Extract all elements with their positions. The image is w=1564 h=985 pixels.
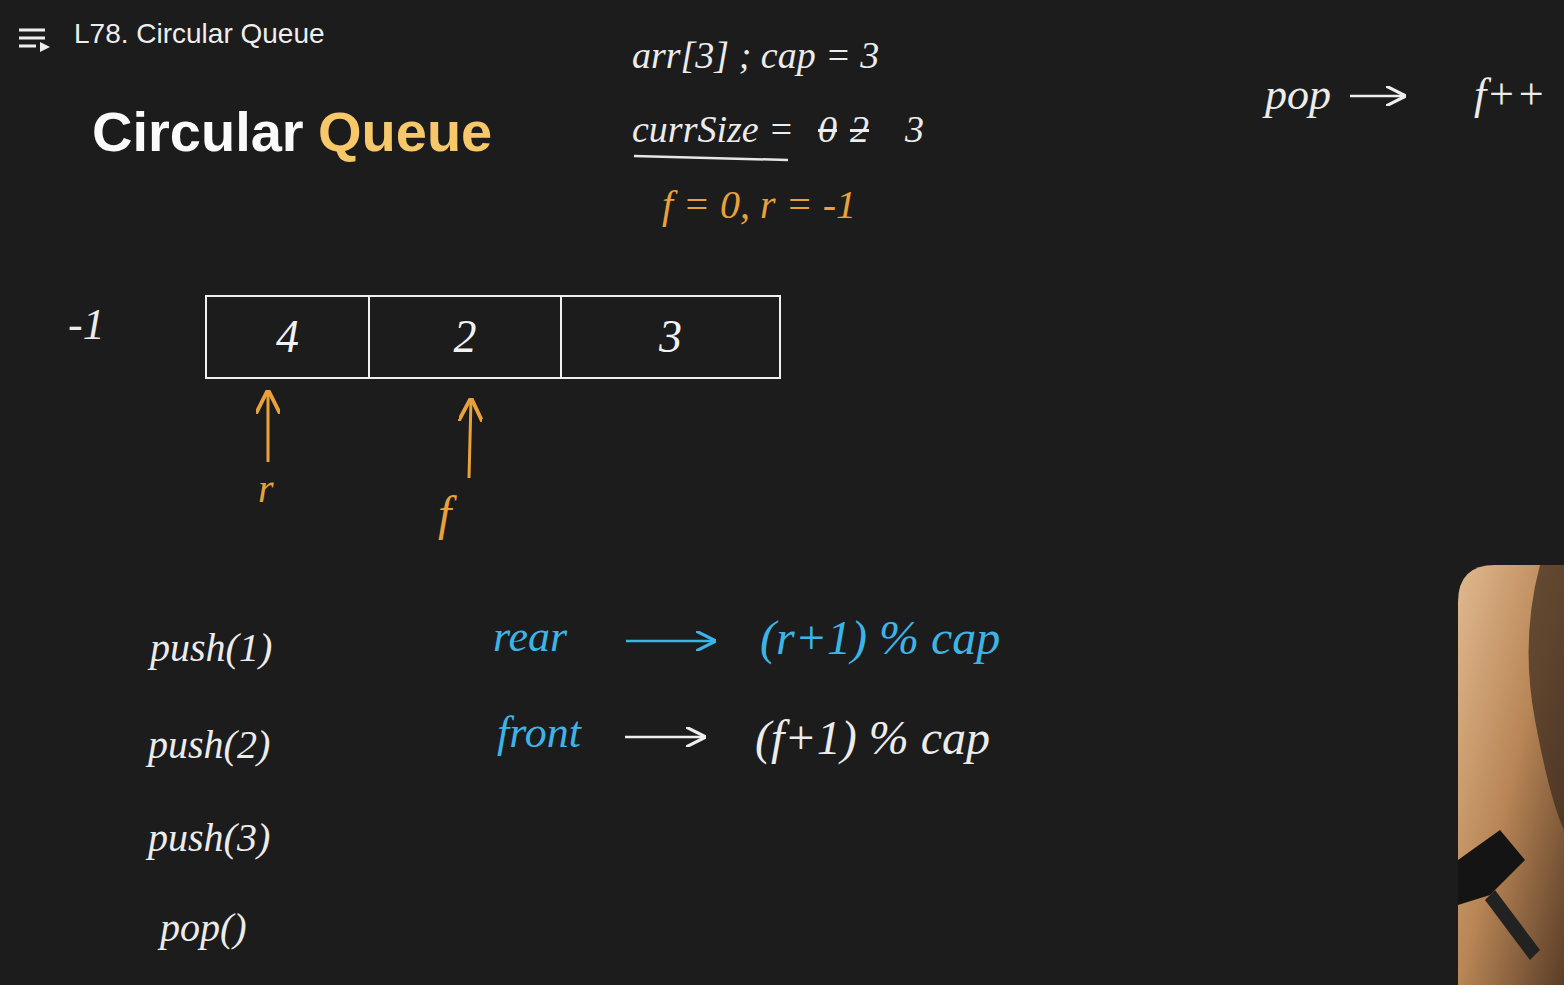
index-label: -1 [68,300,105,351]
pointer-label: r [258,466,274,512]
presenter-video [1458,565,1564,985]
cell-value: 2 [454,312,477,363]
operation: push(3) [148,815,270,861]
operation: push(1) [150,625,272,671]
operation: push(2) [148,722,270,768]
note: f++ [1474,70,1546,121]
heading: Queue [318,100,492,164]
formula-name: front [497,708,581,759]
formula: (f+1) % cap [755,710,990,765]
cell-value: 4 [276,312,299,363]
array-cell: 4 [205,295,370,379]
struck-value: 0 [818,108,837,152]
formula-name: rear [493,612,567,663]
rear-pointer [267,392,270,462]
array-cell: 2 [368,295,562,379]
arrow [626,640,714,643]
video-title: L78. Circular Queue [74,18,325,50]
pointer-label: f [438,486,451,541]
menu-icon [19,30,50,52]
note: f = 0, r = -1 [662,182,856,228]
operation: pop() [160,905,247,951]
value: 3 [905,108,924,152]
note: currSize = [632,108,794,152]
struck-value: 2 [850,108,869,152]
heading: Circular [92,100,304,164]
arrow [1350,95,1404,98]
formula: (r+1) % cap [760,610,1000,665]
underline [634,156,788,160]
front-pointer [469,400,471,478]
arrow [625,736,704,739]
note: arr[3] ; cap = 3 [632,34,879,78]
array-cell: 3 [560,295,781,379]
note: pop [1265,70,1331,121]
cell-value: 3 [659,312,682,363]
